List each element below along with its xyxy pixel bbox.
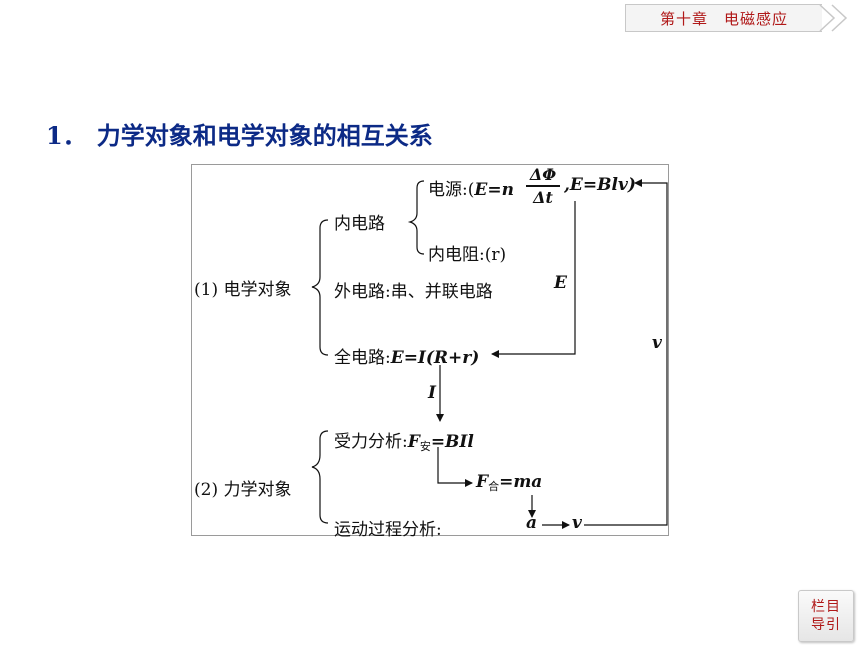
ampere-force-F: F: [407, 432, 420, 452]
chevron-right-icon: [819, 4, 848, 32]
emf-formula-a: E=n: [474, 180, 514, 200]
section2-label: (2) 力学对象: [194, 480, 292, 500]
net-force-subscript: 合: [488, 480, 500, 493]
force-analysis-row: 受力分析:F安=BIl: [334, 427, 474, 454]
label-acceleration-a: a: [526, 513, 538, 533]
emf-prefix: 电源:(: [428, 180, 475, 200]
net-force-rhs: =ma: [499, 472, 543, 492]
force-prefix: 受力分析:: [334, 432, 408, 452]
label-velocity-v: v: [652, 333, 662, 353]
nav-label-line1: 栏目: [811, 599, 841, 615]
ampere-force-subscript: 安: [419, 440, 431, 453]
section1-label: (1) 电学对象: [194, 280, 292, 300]
emf-row: 电源:(E=n: [428, 175, 514, 200]
ampere-force-rhs: =BIl: [430, 432, 474, 452]
arrow-emf-to-full: [491, 201, 576, 358]
emf-formula-b: ,E=Blv): [564, 175, 636, 195]
chapter-number: 第十章: [659, 9, 708, 28]
label-motion-v: v: [572, 513, 582, 533]
brace-section1: [311, 219, 329, 356]
brace-section2: [311, 430, 329, 524]
chapter-topic: 电磁感应: [724, 9, 789, 28]
net-force-row: F合=ma: [476, 472, 542, 494]
internal-resistance: 内电阻:(r): [428, 245, 507, 265]
arrow-velocity-feedback: [584, 179, 668, 526]
arrow-force-to-net: [437, 447, 473, 487]
emf-fraction: ΔΦ Δt: [526, 165, 560, 207]
chapter-banner: 第十章 电磁感应: [625, 4, 822, 32]
label-current-I: I: [428, 383, 436, 403]
motion-analysis-label: 运动过程分析:: [334, 520, 442, 540]
net-force-F: F: [476, 472, 489, 492]
external-circuit-label: 外电路:串、并联电路: [334, 282, 493, 302]
page-title: 1． 力学对象和电学对象的相互关系: [46, 116, 433, 151]
relationship-diagram: (1) 电学对象 内电路 电源:(E=n ΔΦ Δt ,E=Blv) 内电阻:(…: [191, 164, 669, 540]
full-circuit-prefix: 全电路:: [334, 348, 391, 368]
internal-circuit-label: 内电路: [334, 214, 385, 234]
diagram-lines: [311, 179, 668, 529]
full-circuit-row: 全电路:E=I(R+r): [334, 343, 479, 368]
title-number: 1．: [46, 121, 87, 150]
full-circuit-formula: E=I(R+r): [390, 348, 480, 368]
brace-internal: [407, 180, 425, 255]
section-nav-button[interactable]: 栏目 导引: [798, 590, 854, 642]
title-text: 力学对象和电学对象的相互关系: [96, 121, 433, 150]
fraction-numerator: ΔΦ: [529, 165, 557, 184]
nav-label-line2: 导引: [811, 617, 841, 633]
fraction-denominator: Δt: [533, 187, 553, 207]
label-emf-E: E: [554, 273, 567, 293]
